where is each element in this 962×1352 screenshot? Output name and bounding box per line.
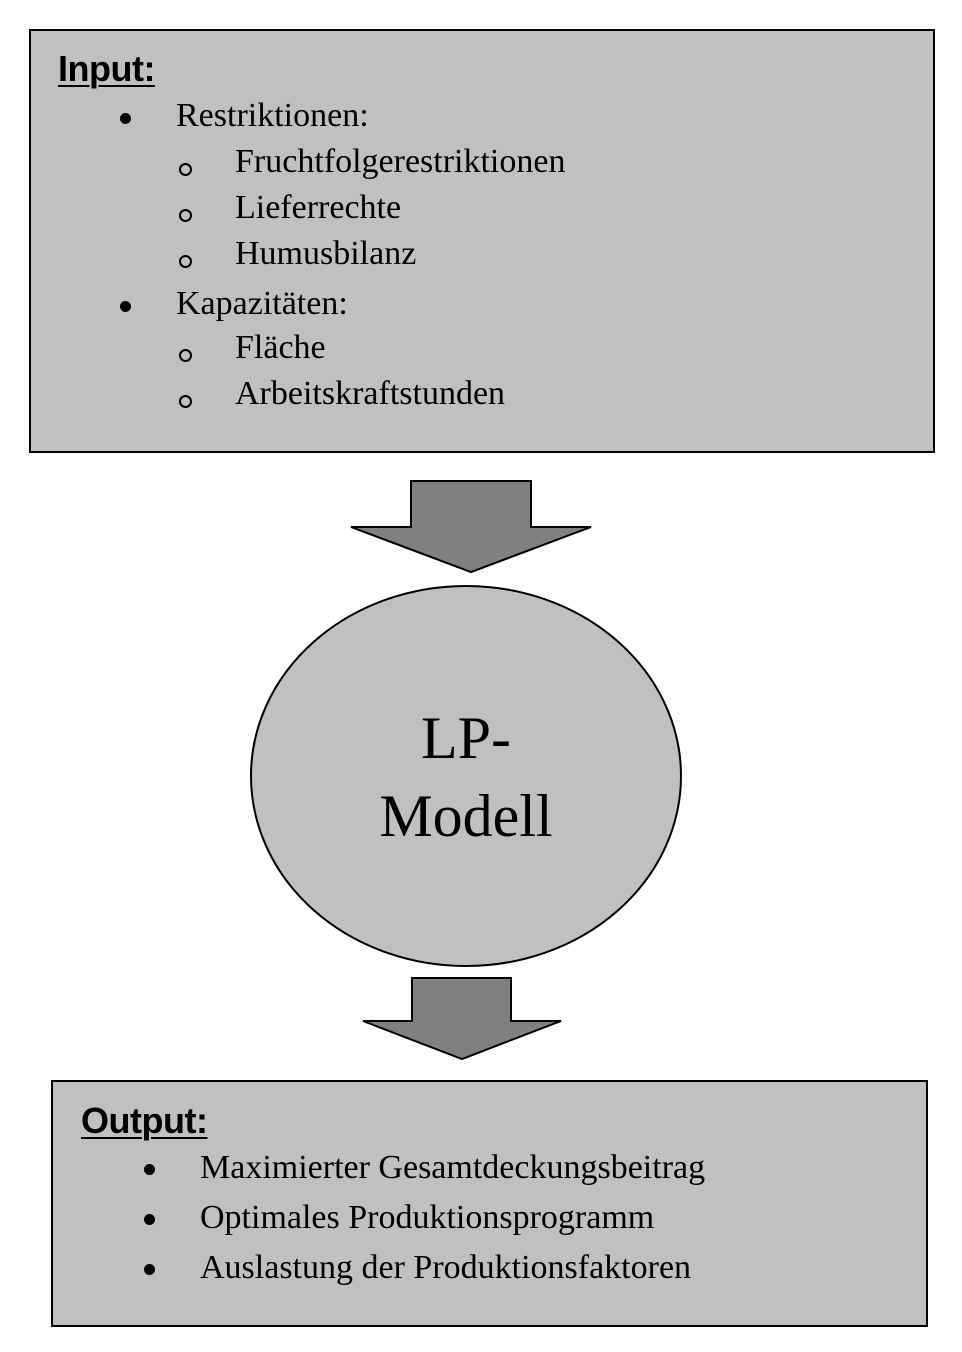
- input-heading: Input:: [58, 48, 155, 89]
- input-box: Input: Restriktionen: Fruchtfolgerestrik…: [29, 29, 935, 453]
- list-item: Fruchtfolgerestriktionen: [235, 143, 566, 180]
- down-arrow-bottom: [362, 977, 562, 1061]
- list-item: Optimales Produktionsprogramm: [200, 1199, 655, 1236]
- model-label-line1: LP-: [421, 705, 511, 771]
- list-item: Arbeitskraftstunden: [235, 375, 506, 412]
- output-box: Output: Maximierter Gesamtdeckungsbeitra…: [51, 1080, 928, 1327]
- lp-model-ellipse: [250, 585, 682, 967]
- model-label-line2: Modell: [379, 783, 553, 849]
- list-item: Fläche: [235, 329, 326, 366]
- circle-bullet-icon: [179, 163, 192, 176]
- bullet-icon: [144, 1164, 155, 1175]
- group-label: Kapazitäten:: [176, 285, 348, 322]
- down-arrow-top: [350, 480, 592, 574]
- output-heading: Output:: [81, 1100, 208, 1141]
- circle-bullet-icon: [179, 255, 192, 268]
- group-label: Restriktionen:: [176, 97, 369, 134]
- list-item: Maximierter Gesamtdeckungsbeitrag: [200, 1149, 706, 1186]
- bullet-icon: [144, 1214, 155, 1225]
- circle-bullet-icon: [179, 395, 192, 408]
- circle-bullet-icon: [179, 209, 192, 222]
- list-item: Lieferrechte: [235, 189, 402, 226]
- list-item: Humusbilanz: [235, 235, 417, 272]
- bullet-icon: [120, 113, 131, 124]
- circle-bullet-icon: [179, 349, 192, 362]
- list-item: Auslastung der Produktionsfaktoren: [200, 1249, 692, 1286]
- bullet-icon: [144, 1264, 155, 1275]
- bullet-icon: [120, 301, 131, 312]
